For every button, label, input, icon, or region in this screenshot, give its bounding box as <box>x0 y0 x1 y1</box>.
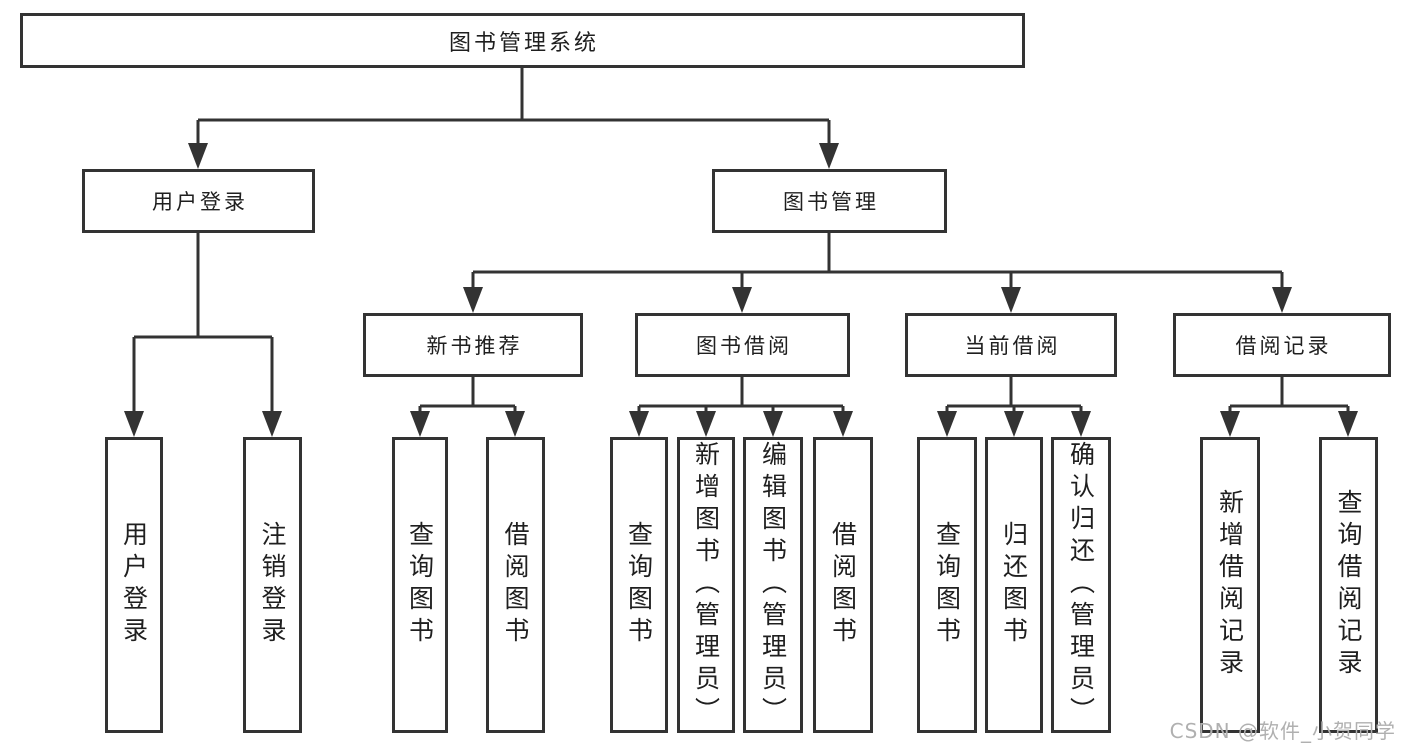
leaf-query-books-current: 查询图书 <box>917 437 977 733</box>
connector-path <box>132 68 1350 412</box>
leaf-borrow-books-2: 借阅图书 <box>813 437 873 733</box>
leaf-query-books-borrow: 查询图书 <box>610 437 668 733</box>
node-book-borrow: 图书借阅 <box>635 313 850 377</box>
leaf-query-books-current-label: 查询图书 <box>932 521 962 649</box>
leaf-query-books-recommend-label: 查询图书 <box>405 521 435 649</box>
node-book-borrow-label: 图书借阅 <box>696 334 792 358</box>
leaf-query-books-borrow-label: 查询图书 <box>624 521 654 649</box>
leaf-return-books-label: 归还图书 <box>999 521 1029 649</box>
node-current-borrow-label: 当前借阅 <box>964 334 1061 358</box>
leaf-add-borrow-record-label: 新增借阅记录 <box>1215 489 1245 681</box>
leaf-add-books-admin: 新增图书（管理员） <box>677 437 735 733</box>
leaf-user-login-label: 用户登录 <box>119 521 149 649</box>
node-book-management-label: 图书管理 <box>783 190 879 214</box>
node-borrow-records-label: 借阅记录 <box>1235 334 1332 358</box>
leaf-return-books: 归还图书 <box>985 437 1043 733</box>
node-new-book-recommend-label: 新书推荐 <box>426 334 523 358</box>
node-borrow-records: 借阅记录 <box>1173 313 1391 377</box>
leaf-user-login: 用户登录 <box>105 437 163 733</box>
node-new-book-recommend: 新书推荐 <box>363 313 583 377</box>
node-root-label: 图书管理系统 <box>448 30 599 56</box>
leaf-query-books-recommend: 查询图书 <box>392 437 448 733</box>
watermark: CSDN @软件_小贺同学 <box>1169 719 1396 743</box>
leaf-add-borrow-record: 新增借阅记录 <box>1200 437 1260 733</box>
node-user-login-label: 用户登录 <box>152 190 248 214</box>
node-current-borrow: 当前借阅 <box>905 313 1117 377</box>
leaf-edit-books-admin: 编辑图书（管理员） <box>743 437 803 733</box>
leaf-confirm-return-admin: 确认归还（管理员） <box>1051 437 1111 733</box>
leaf-query-borrow-record: 查询借阅记录 <box>1319 437 1378 733</box>
leaf-edit-books-admin-label: 编辑图书（管理员） <box>758 441 788 729</box>
leaf-logout-login: 注销登录 <box>243 437 302 733</box>
leaf-borrow-books-recommend: 借阅图书 <box>486 437 545 733</box>
leaf-borrow-books-2-label: 借阅图书 <box>828 521 858 649</box>
node-root-system: 图书管理系统 <box>20 13 1025 68</box>
node-book-management: 图书管理 <box>712 169 947 233</box>
leaf-borrow-books-recommend-label: 借阅图书 <box>501 521 530 649</box>
node-user-login: 用户登录 <box>82 169 315 233</box>
leaf-add-books-admin-label: 新增图书（管理员） <box>691 441 721 729</box>
leaf-query-borrow-record-label: 查询借阅记录 <box>1334 489 1363 681</box>
leaf-logout-login-label: 注销登录 <box>258 521 287 649</box>
leaf-confirm-return-admin-label: 确认归还（管理员） <box>1066 441 1096 729</box>
